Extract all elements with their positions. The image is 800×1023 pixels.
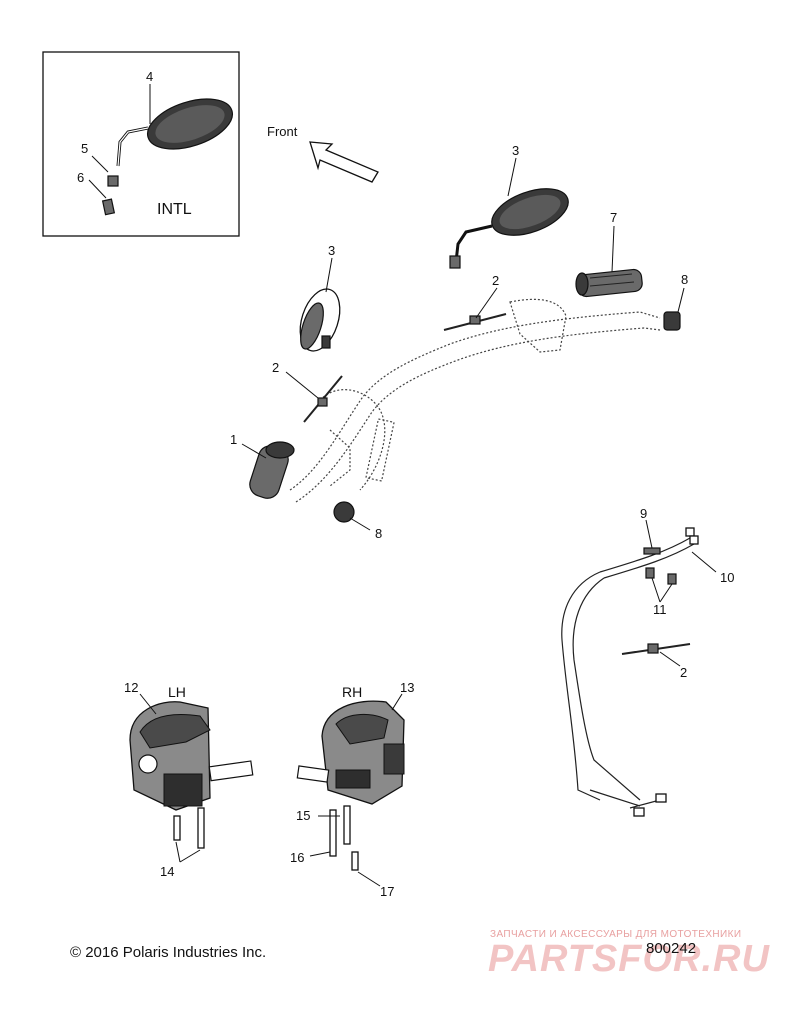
callout-13: 13: [400, 680, 414, 695]
screw-15: [343, 805, 351, 845]
callout-3-right: 3: [512, 143, 519, 158]
bar-end-weight-left: [333, 501, 355, 523]
callout-12: 12: [124, 680, 138, 695]
callout-10: 10: [720, 570, 734, 585]
intl-adapter-nut: [107, 175, 119, 187]
rh-switch-housing: [296, 700, 405, 871]
inset-frame: [42, 51, 240, 237]
intl-inset: INTL: [42, 51, 240, 237]
throttle-cables: [561, 527, 699, 817]
callout-15: 15: [296, 808, 310, 823]
callout-9: 9: [640, 506, 647, 521]
throttle-grip: [575, 268, 643, 298]
watermark-tagline: ЗАПЧАСТИ И АКСЕССУАРЫ ДЛЯ МОТОТЕХНИКИ: [490, 929, 742, 940]
screw-14b: [197, 807, 205, 849]
handlebar-phantom: [289, 298, 661, 503]
mirror-assembly: [449, 188, 569, 269]
callout-1: 1: [230, 432, 237, 447]
drawing-number: 800242: [646, 940, 697, 957]
front-label: Front: [267, 124, 298, 139]
copyright-notice: © 2016 Polaris Industries Inc.: [70, 944, 267, 961]
callout-16: 16: [290, 850, 304, 865]
callout-4: 4: [146, 69, 153, 84]
lh-switch-housing: [129, 701, 254, 849]
screw-16: [329, 809, 337, 857]
front-direction-indicator: Front: [267, 124, 379, 183]
callout-8-left: 8: [375, 526, 382, 541]
inset-label: INTL: [157, 201, 192, 218]
callout-3-left: 3: [328, 243, 335, 258]
callout-6: 6: [77, 170, 84, 185]
callout-11: 11: [653, 602, 667, 617]
callout-2-lower: 2: [680, 665, 687, 680]
lh-label: LH: [168, 684, 186, 700]
screw-14a: [173, 815, 181, 841]
callout-8-right: 8: [681, 272, 688, 287]
bar-end-weight-right: [663, 311, 681, 331]
watermark-brand: PARTSFOR.RU: [488, 938, 770, 980]
screw-17: [351, 851, 359, 871]
callout-7: 7: [610, 210, 617, 225]
callouts: 4 5 6 3 3 7 8 2 2 1 8 9 10 11 2 12 13 15…: [77, 69, 734, 899]
callout-14: 14: [160, 864, 174, 879]
callout-2-upper: 2: [492, 273, 499, 288]
leader-lines: [88, 84, 717, 887]
mirror-assembly-left: [299, 288, 341, 352]
callout-5: 5: [81, 141, 88, 156]
callout-17: 17: [380, 884, 394, 899]
rh-label: RH: [342, 684, 362, 700]
front-arrow-icon: [309, 141, 379, 183]
intl-adapter-bolt: [101, 198, 116, 216]
left-grip: [249, 441, 295, 499]
callout-2-middle: 2: [272, 360, 279, 375]
